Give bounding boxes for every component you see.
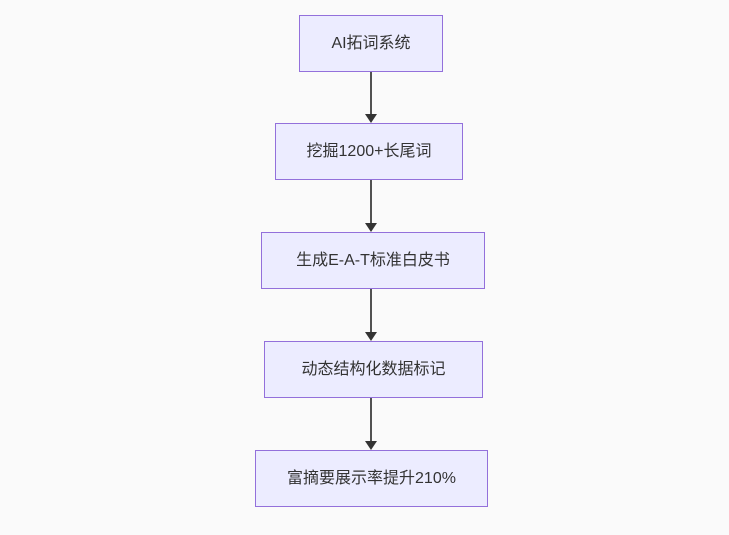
arrowhead-down-icon [365,332,377,341]
flowchart-arrow-3 [365,289,377,341]
flowchart-node-dynamic-structured-data-markup: 动态结构化数据标记 [264,341,483,398]
arrowhead-down-icon [365,114,377,123]
flowchart-arrow-4 [365,398,377,450]
arrowhead-down-icon [365,223,377,232]
arrow-line [370,180,372,223]
arrow-line [370,398,372,441]
node-label: AI拓词系统 [331,34,411,52]
node-label: 挖掘1200+长尾词 [306,142,432,160]
node-label: 富摘要展示率提升210% [287,469,456,487]
arrow-line [370,72,372,114]
flowchart-node-ai-word-expansion-system: AI拓词系统 [299,15,443,72]
node-label: 动态结构化数据标记 [301,360,446,378]
arrowhead-down-icon [365,441,377,450]
node-label: 生成E-A-T标准白皮书 [296,251,450,269]
arrow-line [370,289,372,332]
flowchart-node-rich-snippet-rate-increase: 富摘要展示率提升210% [255,450,488,507]
flowchart-node-mine-longtail-keywords: 挖掘1200+长尾词 [275,123,463,180]
flowchart-arrow-1 [365,72,377,123]
flowchart-node-generate-eat-whitepaper: 生成E-A-T标准白皮书 [261,232,485,289]
flowchart-arrow-2 [365,180,377,232]
